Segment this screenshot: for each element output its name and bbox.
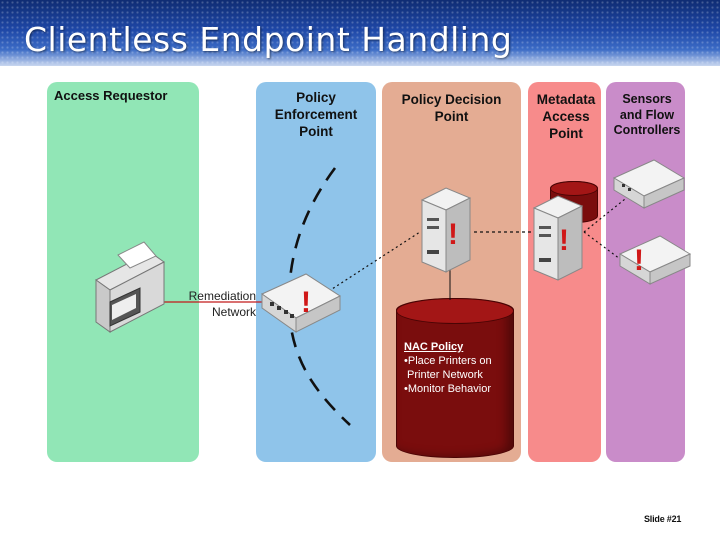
server-icon — [420, 187, 472, 273]
remediation-network-label: Remediation Network — [188, 289, 256, 319]
server-icon — [532, 195, 584, 281]
alert-icon: ! — [634, 244, 644, 277]
map-to-flow-link — [583, 194, 631, 233]
label-policy-decision-point: Policy Decision Point — [401, 92, 502, 124]
label-access-requestor: Access Requestor — [54, 88, 168, 103]
alert-icon: ! — [448, 218, 458, 251]
switch-icon — [260, 273, 342, 333]
label-metadata-access-point: Metadata Access Point — [536, 92, 596, 141]
title-bar: Clientless Endpoint Handling — [0, 0, 720, 66]
sensor-icon — [618, 235, 692, 285]
nac-policy-text: NAC Policy •Place Printers on Printer Ne… — [404, 340, 492, 396]
alert-icon: ! — [559, 224, 569, 257]
slide-number: Slide #21 — [644, 514, 682, 524]
label-sensors-flow-controllers: Sensors and Flow Controllers — [613, 92, 681, 138]
nac-policy-line: Printer Network — [404, 369, 483, 381]
alert-icon: ! — [301, 286, 311, 319]
nac-policy-line: •Place Printers on — [404, 355, 492, 367]
slide-title: Clientless Endpoint Handling — [24, 20, 513, 59]
printer-icon — [95, 241, 165, 333]
column-policy-enforcement-point — [256, 82, 376, 462]
nac-policy-line: •Monitor Behavior — [404, 383, 492, 395]
nac-policy-heading: NAC Policy — [404, 341, 464, 353]
label-policy-enforcement-point: Policy Enforcement Point — [274, 90, 358, 139]
nac-policy-database-icon — [396, 298, 514, 458]
sensor-icon — [612, 159, 686, 209]
